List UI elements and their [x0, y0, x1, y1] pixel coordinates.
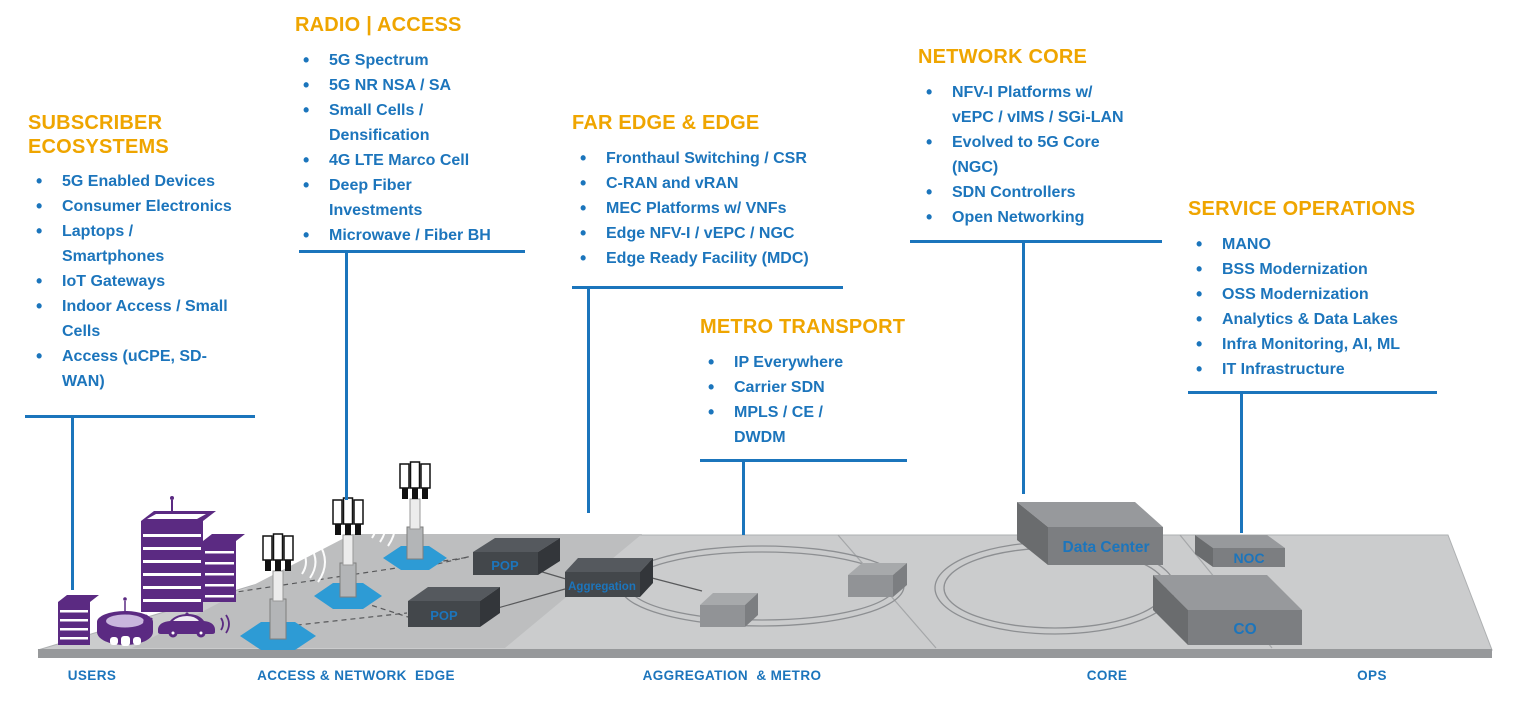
connector-underline-radio	[299, 250, 525, 253]
bullet-item: MEC Platforms w/ VNFs	[572, 196, 872, 221]
bullet-item: Access (uCPE, SD- WAN)	[28, 344, 266, 394]
connector-line-metro	[742, 461, 745, 535]
pop-node-lower: POP	[408, 587, 500, 627]
bullet-item: Evolved to 5G Core (NGC)	[918, 130, 1178, 180]
section-subscriber-ecosystems: SUBSCRIBER ECOSYSTEMS 5G Enabled Devices…	[28, 112, 266, 394]
zone-label-aggregation: AGGREGATION & METRO	[642, 668, 822, 683]
section-title: METRO TRANSPORT	[700, 316, 906, 338]
bullet-item: 5G NR NSA / SA	[295, 73, 535, 98]
connector-underline-service-ops	[1188, 391, 1437, 394]
section-bullet-list: MANO BSS Modernization OSS Modernization…	[1188, 232, 1458, 382]
bullet-item: Consumer Electronics	[28, 194, 266, 219]
connector-underline-far-edge	[572, 286, 843, 289]
section-radio-access: RADIO | ACCESS 5G Spectrum 5G NR NSA / S…	[295, 14, 535, 248]
section-bullet-list: 5G Spectrum 5G NR NSA / SA Small Cells /…	[295, 48, 535, 248]
cell-tower	[300, 497, 396, 598]
bullet-item: C-RAN and vRAN	[572, 171, 872, 196]
cell-tower	[376, 461, 454, 560]
bullet-item: IP Everywhere	[700, 350, 940, 375]
bullet-item: BSS Modernization	[1188, 257, 1458, 282]
section-service-operations: SERVICE OPERATIONS MANO BSS Modernizatio…	[1188, 198, 1458, 382]
pop-node-upper: POP	[473, 538, 560, 575]
bullet-item: Edge NFV-I / vEPC / NGC	[572, 221, 872, 246]
connector-line-service-ops	[1240, 393, 1243, 533]
section-bullet-list: 5G Enabled Devices Consumer Electronics …	[28, 169, 266, 394]
noc-label: NOC	[1233, 550, 1264, 566]
co-label: CO	[1233, 621, 1256, 638]
section-title: SERVICE OPERATIONS	[1188, 198, 1416, 220]
connector-line-core	[1022, 242, 1025, 494]
bullet-item: 5G Enabled Devices	[28, 169, 266, 194]
stadium	[97, 597, 153, 646]
connector-line-far-edge	[587, 288, 590, 513]
bullet-item: OSS Modernization	[1188, 282, 1458, 307]
section-title: RADIO | ACCESS	[295, 14, 462, 36]
cell-tower	[230, 533, 326, 640]
bullet-item: Edge Ready Facility (MDC)	[572, 246, 872, 271]
connector-underline-subscriber	[25, 415, 255, 418]
bullet-item: MPLS / CE / DWDM	[700, 400, 940, 450]
section-bullet-list: Fronthaul Switching / CSR C-RAN and vRAN…	[572, 146, 872, 271]
zone-label-ops: OPS	[1357, 668, 1387, 683]
pop-lower-label: POP	[430, 608, 458, 623]
aggregation-label: Aggregation	[568, 581, 636, 593]
co-node: CO	[1153, 575, 1302, 645]
connector-underline-metro	[700, 459, 907, 462]
bullet-item: IoT Gateways	[28, 269, 266, 294]
data-center-node: Data Center	[1017, 502, 1163, 565]
bullet-item: SDN Controllers	[918, 180, 1178, 205]
city-buildings	[58, 496, 245, 645]
zone-label-core: CORE	[1086, 668, 1128, 683]
section-far-edge: FAR EDGE & EDGE Fronthaul Switching / CS…	[572, 112, 872, 271]
zone-label-users: USERS	[67, 668, 117, 683]
metro-core-junction-node	[848, 563, 907, 597]
section-title: NETWORK CORE	[918, 46, 1088, 68]
bullet-item: Fronthaul Switching / CSR	[572, 146, 872, 171]
bullet-item: Deep Fiber Investments	[295, 173, 535, 223]
section-network-core: NETWORK CORE NFV-I Platforms w/ vEPC / v…	[918, 46, 1178, 230]
pop-upper-label: POP	[491, 558, 519, 573]
zone-label-access-edge: ACCESS & NETWORK EDGE	[257, 668, 455, 683]
bullet-item: 4G LTE Marco Cell	[295, 148, 535, 173]
section-title: FAR EDGE & EDGE	[572, 112, 760, 134]
connected-car	[143, 602, 230, 638]
bullet-item: Open Networking	[918, 205, 1178, 230]
bullet-item: Microwave / Fiber BH	[295, 223, 535, 248]
section-metro-transport: METRO TRANSPORT IP Everywhere Carrier SD…	[700, 316, 940, 450]
bullet-item: 5G Spectrum	[295, 48, 535, 73]
bullet-item: Laptops / Smartphones	[28, 219, 266, 269]
connector-line-subscriber	[71, 417, 74, 590]
connector-underline-core	[910, 240, 1162, 243]
connector-line-radio	[345, 252, 348, 500]
noc-node: NOC	[1195, 535, 1285, 567]
bullet-item: NFV-I Platforms w/ vEPC / vIMS / SGi-LAN	[918, 80, 1178, 130]
bullet-item: MANO	[1188, 232, 1458, 257]
aggregation-node: Aggregation	[565, 558, 653, 597]
data-center-label: Data Center	[1063, 539, 1150, 556]
bullet-item: Analytics & Data Lakes	[1188, 307, 1458, 332]
bullet-item: Indoor Access / Small Cells	[28, 294, 266, 344]
section-title: SUBSCRIBER ECOSYSTEMS	[28, 112, 169, 158]
section-bullet-list: IP Everywhere Carrier SDN MPLS / CE / DW…	[700, 350, 940, 450]
bullet-item: IT Infrastructure	[1188, 357, 1458, 382]
bullet-item: Carrier SDN	[700, 375, 940, 400]
platform-front-edge	[38, 649, 1492, 658]
bullet-item: Small Cells / Densification	[295, 98, 535, 148]
section-bullet-list: NFV-I Platforms w/ vEPC / vIMS / SGi-LAN…	[918, 80, 1178, 230]
metro-ring-node	[700, 593, 758, 627]
bullet-item: Infra Monitoring, AI, ML	[1188, 332, 1458, 357]
